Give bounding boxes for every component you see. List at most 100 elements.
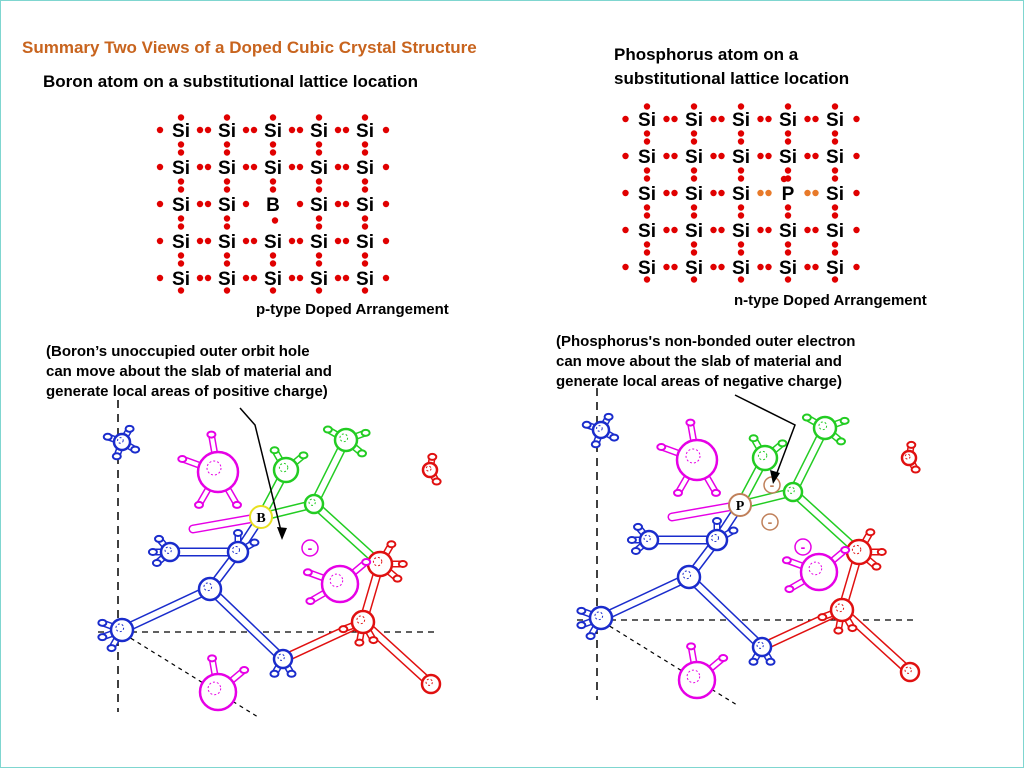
axis-diagonal bbox=[602, 621, 738, 706]
atom-highlight bbox=[643, 534, 651, 542]
electron-dot bbox=[382, 274, 390, 282]
bond-stub-cap bbox=[431, 477, 442, 486]
bond-stub-cap bbox=[656, 443, 667, 452]
atom-highlight bbox=[682, 570, 692, 580]
phosphorus-heading-line2: substitutional lattice location bbox=[614, 69, 850, 88]
electron-dot bbox=[663, 263, 670, 271]
atom-sphere bbox=[799, 552, 839, 592]
bond-stub-cap bbox=[124, 424, 135, 433]
n-type-caption: n-type Doped Arrangement bbox=[734, 292, 927, 309]
bond-stub-cap bbox=[728, 526, 739, 535]
bond-stub-cap bbox=[269, 669, 280, 678]
electron-dot bbox=[710, 226, 717, 234]
si-atom-label: Si bbox=[685, 258, 703, 279]
bond-fill bbox=[790, 489, 862, 555]
boron-3d-model: B- bbox=[97, 400, 442, 718]
bond-stub-cap bbox=[269, 446, 280, 455]
electron-dot bbox=[177, 114, 185, 121]
electron-dot bbox=[737, 175, 745, 182]
bond-stub-cap bbox=[871, 562, 882, 571]
atom-sphere bbox=[588, 605, 614, 631]
bond-stub-cap bbox=[839, 416, 850, 425]
si-atom-label: Si bbox=[264, 158, 282, 179]
electron-dot bbox=[718, 115, 725, 123]
electron-dot bbox=[812, 115, 819, 123]
bond-stub-cap bbox=[784, 585, 795, 594]
electron-dot bbox=[315, 287, 323, 294]
bond-stub-cap bbox=[777, 439, 788, 448]
electron-dot bbox=[269, 141, 277, 148]
electron-dot bbox=[196, 237, 204, 245]
si-atom-label: Si bbox=[638, 221, 656, 242]
si-atom-label: Si bbox=[218, 121, 236, 142]
bond-stub-cap bbox=[147, 548, 158, 556]
electron-dot bbox=[737, 276, 745, 283]
boron-callout-arrowhead bbox=[277, 527, 287, 540]
electron-dot bbox=[690, 249, 698, 256]
electron-dot bbox=[718, 226, 725, 234]
electron-dot bbox=[223, 141, 231, 148]
electron-dot bbox=[671, 189, 678, 197]
electron-dot bbox=[643, 138, 651, 145]
atom-highlight bbox=[278, 462, 289, 473]
electron-dot bbox=[361, 114, 369, 121]
electron-dot bbox=[334, 163, 342, 171]
atom-sphere bbox=[591, 420, 611, 440]
electron-dot bbox=[804, 189, 811, 197]
electron-dot bbox=[361, 215, 369, 222]
phosphorus-callout-arrow bbox=[734, 394, 796, 479]
bond-stub-cap bbox=[427, 452, 438, 461]
electron-dot bbox=[812, 226, 819, 234]
bond-stub-cap bbox=[392, 574, 403, 583]
bond-stub-cap bbox=[630, 546, 641, 555]
bond-stub-cap bbox=[626, 536, 637, 544]
dopant-atom-label: B bbox=[266, 195, 280, 216]
electron-dot bbox=[757, 226, 764, 234]
atom-highlight bbox=[203, 582, 213, 592]
electron-dot bbox=[382, 200, 390, 208]
electron-dot bbox=[177, 252, 185, 259]
bond-stub-cap bbox=[836, 437, 847, 446]
electron-dot bbox=[737, 249, 745, 256]
electron-dot bbox=[622, 226, 629, 234]
bond-stub-cap bbox=[97, 633, 108, 642]
atom-highlight bbox=[339, 433, 349, 443]
dopant-atom-label: P bbox=[782, 184, 795, 205]
si-atom-label: Si bbox=[264, 232, 282, 253]
electron-dot bbox=[737, 167, 745, 174]
electron-dot bbox=[765, 226, 772, 234]
si-atom-label: Si bbox=[356, 232, 374, 253]
atom-highlight bbox=[818, 421, 828, 431]
atom-highlight bbox=[808, 561, 823, 576]
electron-dot bbox=[804, 115, 811, 123]
si-atom-label: Si bbox=[685, 184, 703, 205]
si-atom-label: Si bbox=[826, 110, 844, 131]
si-atom-label: Si bbox=[218, 158, 236, 179]
electron-dot bbox=[269, 260, 277, 267]
electron-dot bbox=[690, 204, 698, 211]
bond-stub-cap bbox=[711, 488, 721, 497]
bond-fill bbox=[839, 607, 913, 675]
electron-dot bbox=[690, 167, 698, 174]
electron-dot bbox=[622, 115, 629, 123]
si-atom-label: Si bbox=[732, 184, 750, 205]
si-atom-label: Si bbox=[685, 147, 703, 168]
atom-highlight bbox=[308, 498, 316, 506]
electron-dot bbox=[784, 249, 792, 256]
bond-stub-cap bbox=[111, 452, 122, 461]
electron-dot bbox=[242, 274, 250, 282]
electron-dot bbox=[643, 175, 651, 182]
bond-stub-cap bbox=[151, 558, 162, 567]
si-atom-label: Si bbox=[638, 258, 656, 279]
electron-dot bbox=[223, 223, 231, 230]
bond-stub-cap bbox=[357, 449, 368, 458]
electron-dot bbox=[718, 189, 725, 197]
electron-dot bbox=[784, 276, 792, 283]
electron-dot bbox=[361, 186, 369, 193]
electron-dot bbox=[812, 263, 819, 271]
electron-dot bbox=[622, 263, 629, 271]
electron-dot bbox=[204, 126, 212, 134]
bond-stub-cap bbox=[102, 432, 113, 441]
atom-highlight bbox=[904, 453, 911, 460]
bond-stub-cap bbox=[194, 500, 204, 509]
